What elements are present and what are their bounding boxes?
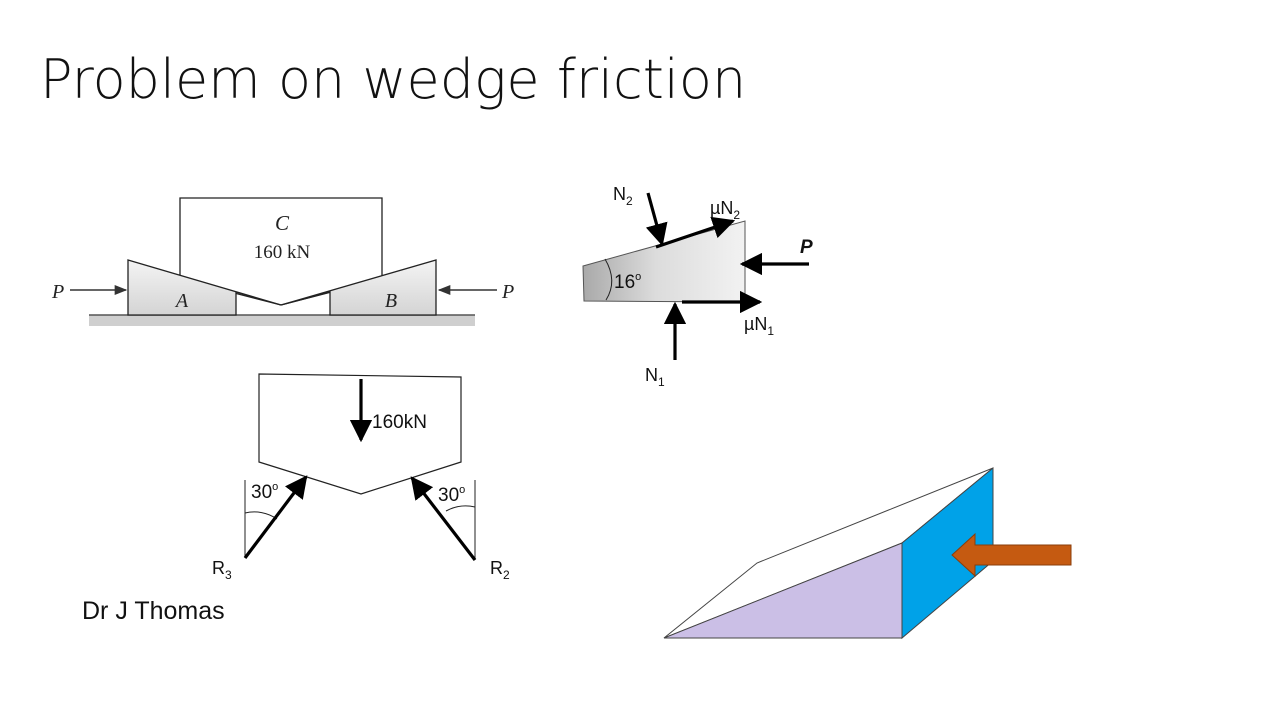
load-label: 160kN [372, 412, 427, 433]
author-name: Dr J Thomas [82, 597, 225, 625]
reaction-r3-label: R3 [212, 558, 232, 582]
right-angle-arc [445, 505, 476, 512]
wedge-b-label: B [385, 290, 397, 312]
assembly-figure: C 160 kN A B P P [51, 197, 514, 326]
mu-n2-arrow [655, 216, 736, 249]
ground-surface [89, 315, 475, 326]
n1-label: N1 [645, 365, 665, 389]
force-p-right-label: P [501, 281, 514, 303]
wedge-fbd: 16o N2 µN2 P µN1 N1 [582, 184, 813, 389]
wedge-b [280, 259, 437, 316]
n2-arrow [645, 192, 668, 247]
mu-n1-label: µN1 [744, 314, 774, 338]
block-c-load: 160 kN [254, 242, 311, 263]
force-p-left-label: P [51, 281, 64, 303]
p-label: P [800, 237, 813, 258]
left-angle-arc [244, 511, 278, 520]
wedge-body [582, 220, 746, 303]
block-fbd: 160kN 30o R3 30o R2 [212, 373, 510, 582]
mu-n2-label: µN2 [710, 198, 740, 222]
wedge-a [127, 259, 282, 316]
n2-label: N2 [613, 184, 633, 208]
wedge-angle-arc [604, 258, 613, 301]
wedge-angle-label: 16o [614, 271, 641, 293]
push-arrow [951, 532, 1072, 578]
reaction-r3-arrow [243, 475, 308, 559]
wedge-3d [663, 466, 1072, 640]
left-angle-label: 30o [251, 481, 278, 503]
block-c-label: C [275, 211, 290, 235]
reaction-r2-arrow [410, 476, 477, 561]
reaction-r2-label: R2 [490, 558, 510, 582]
slide-title: Problem on wedge friction [40, 48, 747, 111]
wedge-a-label: A [174, 290, 189, 312]
right-angle-label: 30o [438, 484, 465, 506]
